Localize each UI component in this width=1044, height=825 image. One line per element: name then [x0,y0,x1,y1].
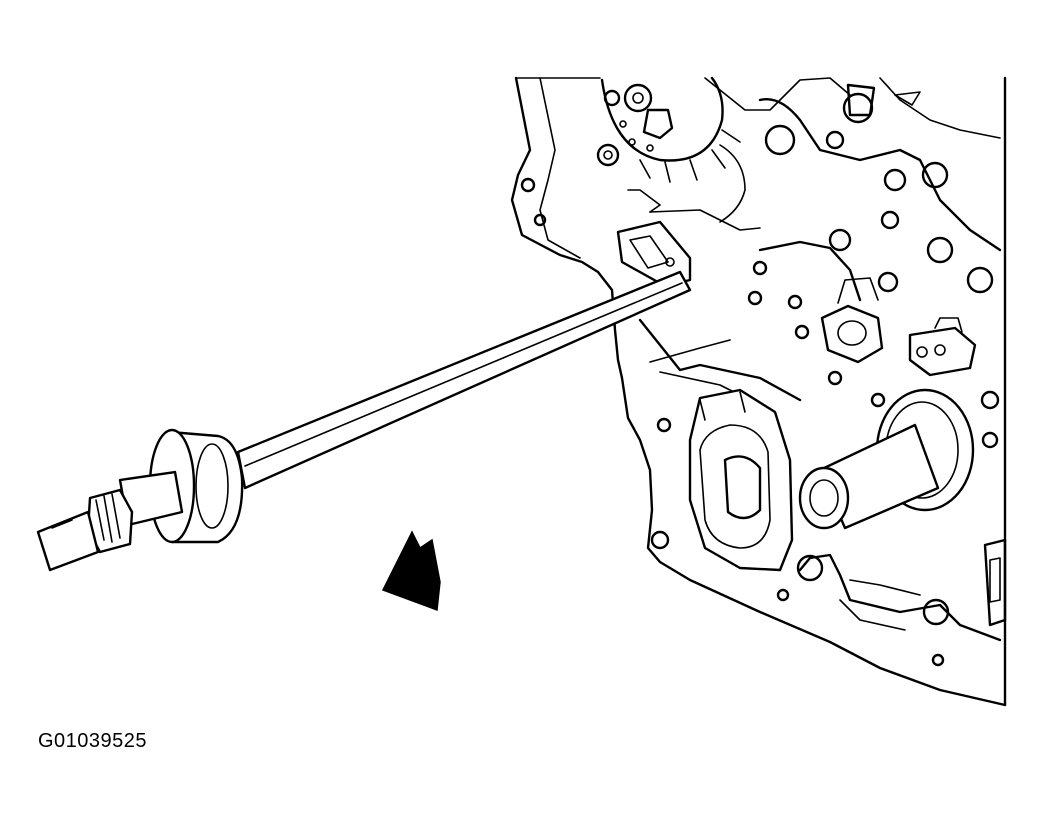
support-bracket [616,189,761,288]
engine-block [510,76,1007,707]
tool-threaded-end [36,470,184,572]
crankshaft-spacer [798,388,975,530]
direction-arrow-icon [381,530,441,612]
timing-gear [600,76,746,223]
seal-housing [688,388,794,572]
sensor-plug [908,317,977,377]
figure-id-label: G01039525 [38,730,148,752]
hex-fitting [820,277,884,364]
